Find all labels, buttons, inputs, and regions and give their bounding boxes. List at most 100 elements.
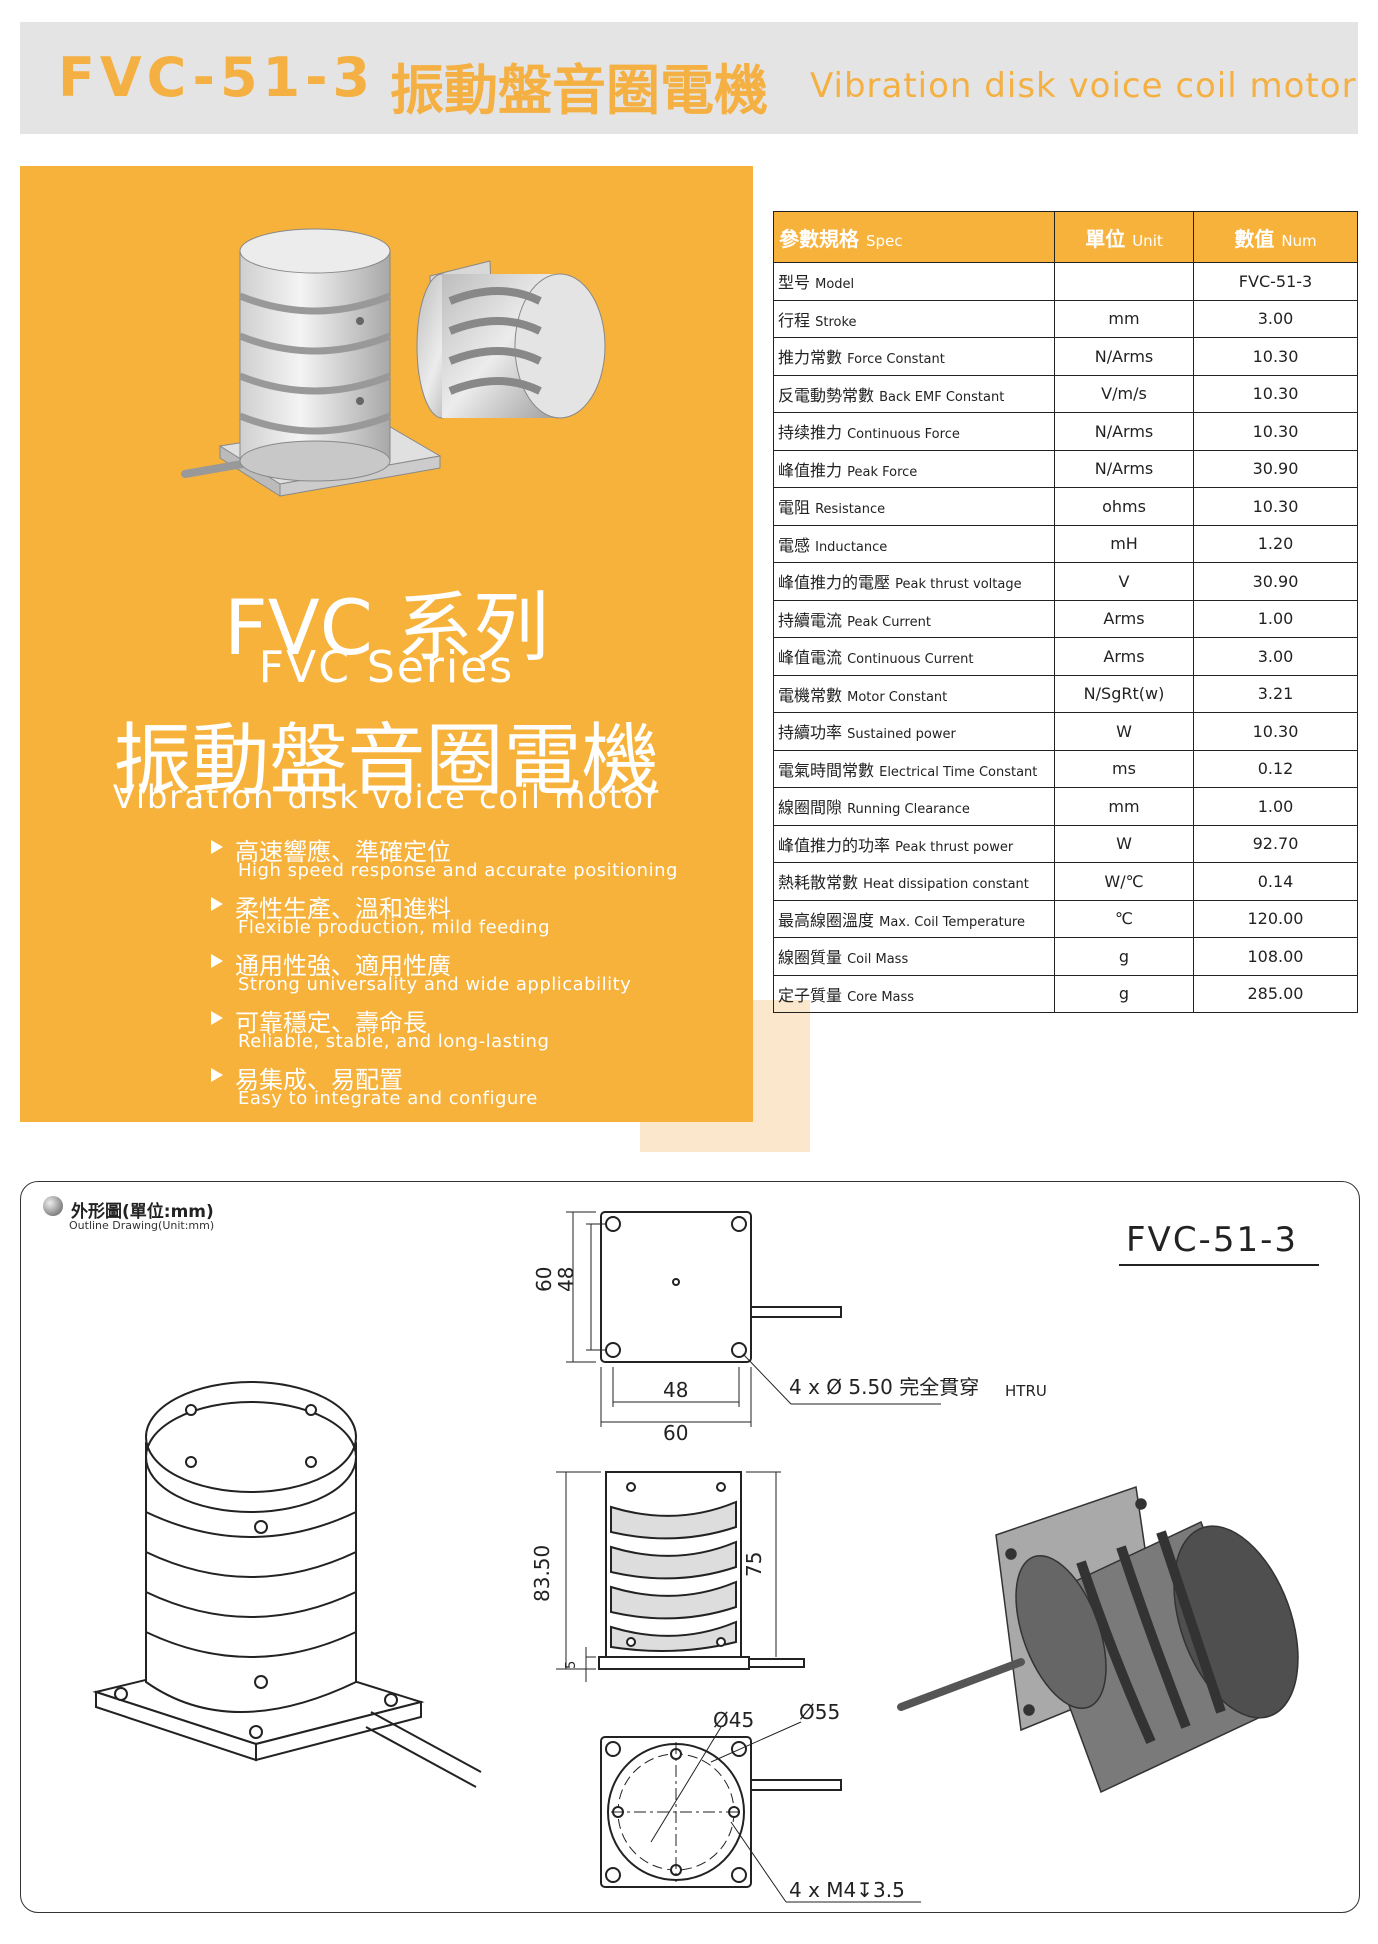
spec-value: 3.00 [1193, 299, 1358, 338]
spec-unit: W [1054, 824, 1194, 863]
spec-table: 參數規格 Spec 單位 Unit 數值 Num 型号 Model FVC-51-… [773, 211, 1358, 1013]
feature-en: Flexible production, mild feeding [238, 917, 551, 938]
spec-unit: ℃ [1054, 899, 1194, 938]
dim-tapped-holes: 4 x M4↧3.5 [789, 1878, 905, 1902]
spec-name: 持續電流 Peak Current [773, 599, 1055, 638]
spec-value: 30.90 [1193, 562, 1358, 601]
series-english: FVC Series [258, 642, 515, 693]
spec-unit: Arms [1054, 599, 1194, 638]
spec-value: 108.00 [1193, 937, 1358, 976]
spec-value: 92.70 [1193, 824, 1358, 863]
spec-name: 電氣時間常數 Electrical Time Constant [773, 749, 1055, 788]
outline-subtitle: Outline Drawing(Unit:mm) [69, 1219, 215, 1232]
spec-unit: N/SgRt(w) [1054, 674, 1194, 713]
spec-unit: g [1054, 974, 1194, 1013]
feature-zh: 通用性強、適用性廣 [235, 952, 451, 980]
spec-unit: mH [1054, 524, 1194, 563]
spec-name: 線圈質量 Coil Mass [773, 937, 1055, 976]
spec-unit: ms [1054, 749, 1194, 788]
title-bar: FVC-51-3 振動盤音圈電機 Vibration disk voice co… [20, 22, 1358, 134]
arrow-icon [211, 897, 223, 911]
spec-value: 1.00 [1193, 599, 1358, 638]
spec-name: 定子質量 Core Mass [773, 974, 1055, 1013]
model-underline [1119, 1264, 1319, 1266]
dim-60-horizontal: 60 [663, 1421, 688, 1445]
dim-dia45: Ø45 [713, 1708, 754, 1732]
dim-height-83-50: 83.50 [530, 1545, 554, 1602]
spec-value: 0.12 [1193, 749, 1358, 788]
spec-value: 10.30 [1193, 712, 1358, 751]
spec-name: 線圈間隙 Running Clearance [773, 787, 1055, 826]
spec-header-row: 參數規格 Spec 單位 Unit 數值 Num [773, 211, 1358, 263]
header-num: 數值 Num [1193, 211, 1358, 263]
top-view [566, 1211, 941, 1427]
bottom-view [600, 1721, 921, 1903]
feature-en: High speed response and accurate positio… [238, 860, 678, 881]
title-model: FVC-51-3 [58, 46, 376, 109]
motor-render-3d [897, 1485, 1299, 1794]
arrow-icon [211, 840, 223, 854]
title-english: Vibration disk voice coil motor [810, 66, 1357, 106]
spec-unit: N/Arms [1054, 449, 1194, 488]
spec-value: 3.21 [1193, 674, 1358, 713]
spec-unit: mm [1054, 787, 1194, 826]
dim-holes-note: 4 x Ø 5.50 完全貫穿 [789, 1375, 979, 1399]
dim-75: 75 [742, 1552, 766, 1577]
spec-value: 1.20 [1193, 524, 1358, 563]
header-spec: 參數規格 Spec [773, 211, 1055, 263]
spec-name: 電機常數 Motor Constant [773, 674, 1055, 713]
arrow-icon [211, 954, 223, 968]
spec-name: 電阻 Resistance [773, 487, 1055, 526]
spec-name: 峰值推力的功率 Peak thrust power [773, 824, 1055, 863]
spec-unit: V/m/s [1054, 374, 1194, 413]
spec-name: 峰值推力的電壓 Peak thrust voltage [773, 562, 1055, 601]
dim-48-horizontal: 48 [663, 1378, 688, 1402]
dim-48-vertical: 48 [554, 1267, 578, 1292]
spec-value: 10.30 [1193, 487, 1358, 526]
spec-row: 型号 Model FVC-51-3 [773, 262, 1358, 301]
spec-unit: mm [1054, 299, 1194, 338]
spec-name: 峰值推力 Peak Force [773, 449, 1055, 488]
spec-value: 285.00 [1193, 974, 1358, 1013]
spec-name: 持續功率 Sustained power [773, 712, 1055, 751]
dim-60-vertical: 60 [532, 1267, 556, 1292]
feature-zh: 易集成、易配置 [235, 1066, 403, 1094]
spec-unit: N/Arms [1054, 337, 1194, 376]
spec-value: 30.90 [1193, 449, 1358, 488]
outline-drawing-panel: 外形圖(單位:mm) Outline Drawing(Unit:mm) FVC-… [20, 1181, 1360, 1913]
dim-5: 5 [564, 1661, 579, 1669]
technical-drawing: 60 48 48 60 4 x Ø 5.50 完全貫穿 HTRU 83.50 7… [92, 1211, 1299, 1903]
feature-zh: 高速響應、準確定位 [235, 838, 451, 866]
spec-name: 行程 Stroke [773, 299, 1055, 338]
spec-value: 120.00 [1193, 899, 1358, 938]
motor-product-image [181, 228, 606, 497]
spec-value: 0.14 [1193, 862, 1358, 901]
spec-unit: Arms [1054, 637, 1194, 676]
outline-title: 外形圖(單位:mm) [71, 1202, 214, 1222]
spec-value: FVC-51-3 [1193, 262, 1358, 301]
spec-name: 型号 Model [773, 262, 1055, 301]
spec-unit: V [1054, 562, 1194, 601]
title-chinese: 振動盤音圈電機 [390, 59, 768, 122]
spec-unit: W [1054, 712, 1194, 751]
spec-value: 3.00 [1193, 637, 1358, 676]
drawing-model-label: FVC-51-3 [1126, 1220, 1298, 1260]
spec-unit [1054, 262, 1194, 301]
spec-value: 10.30 [1193, 337, 1358, 376]
